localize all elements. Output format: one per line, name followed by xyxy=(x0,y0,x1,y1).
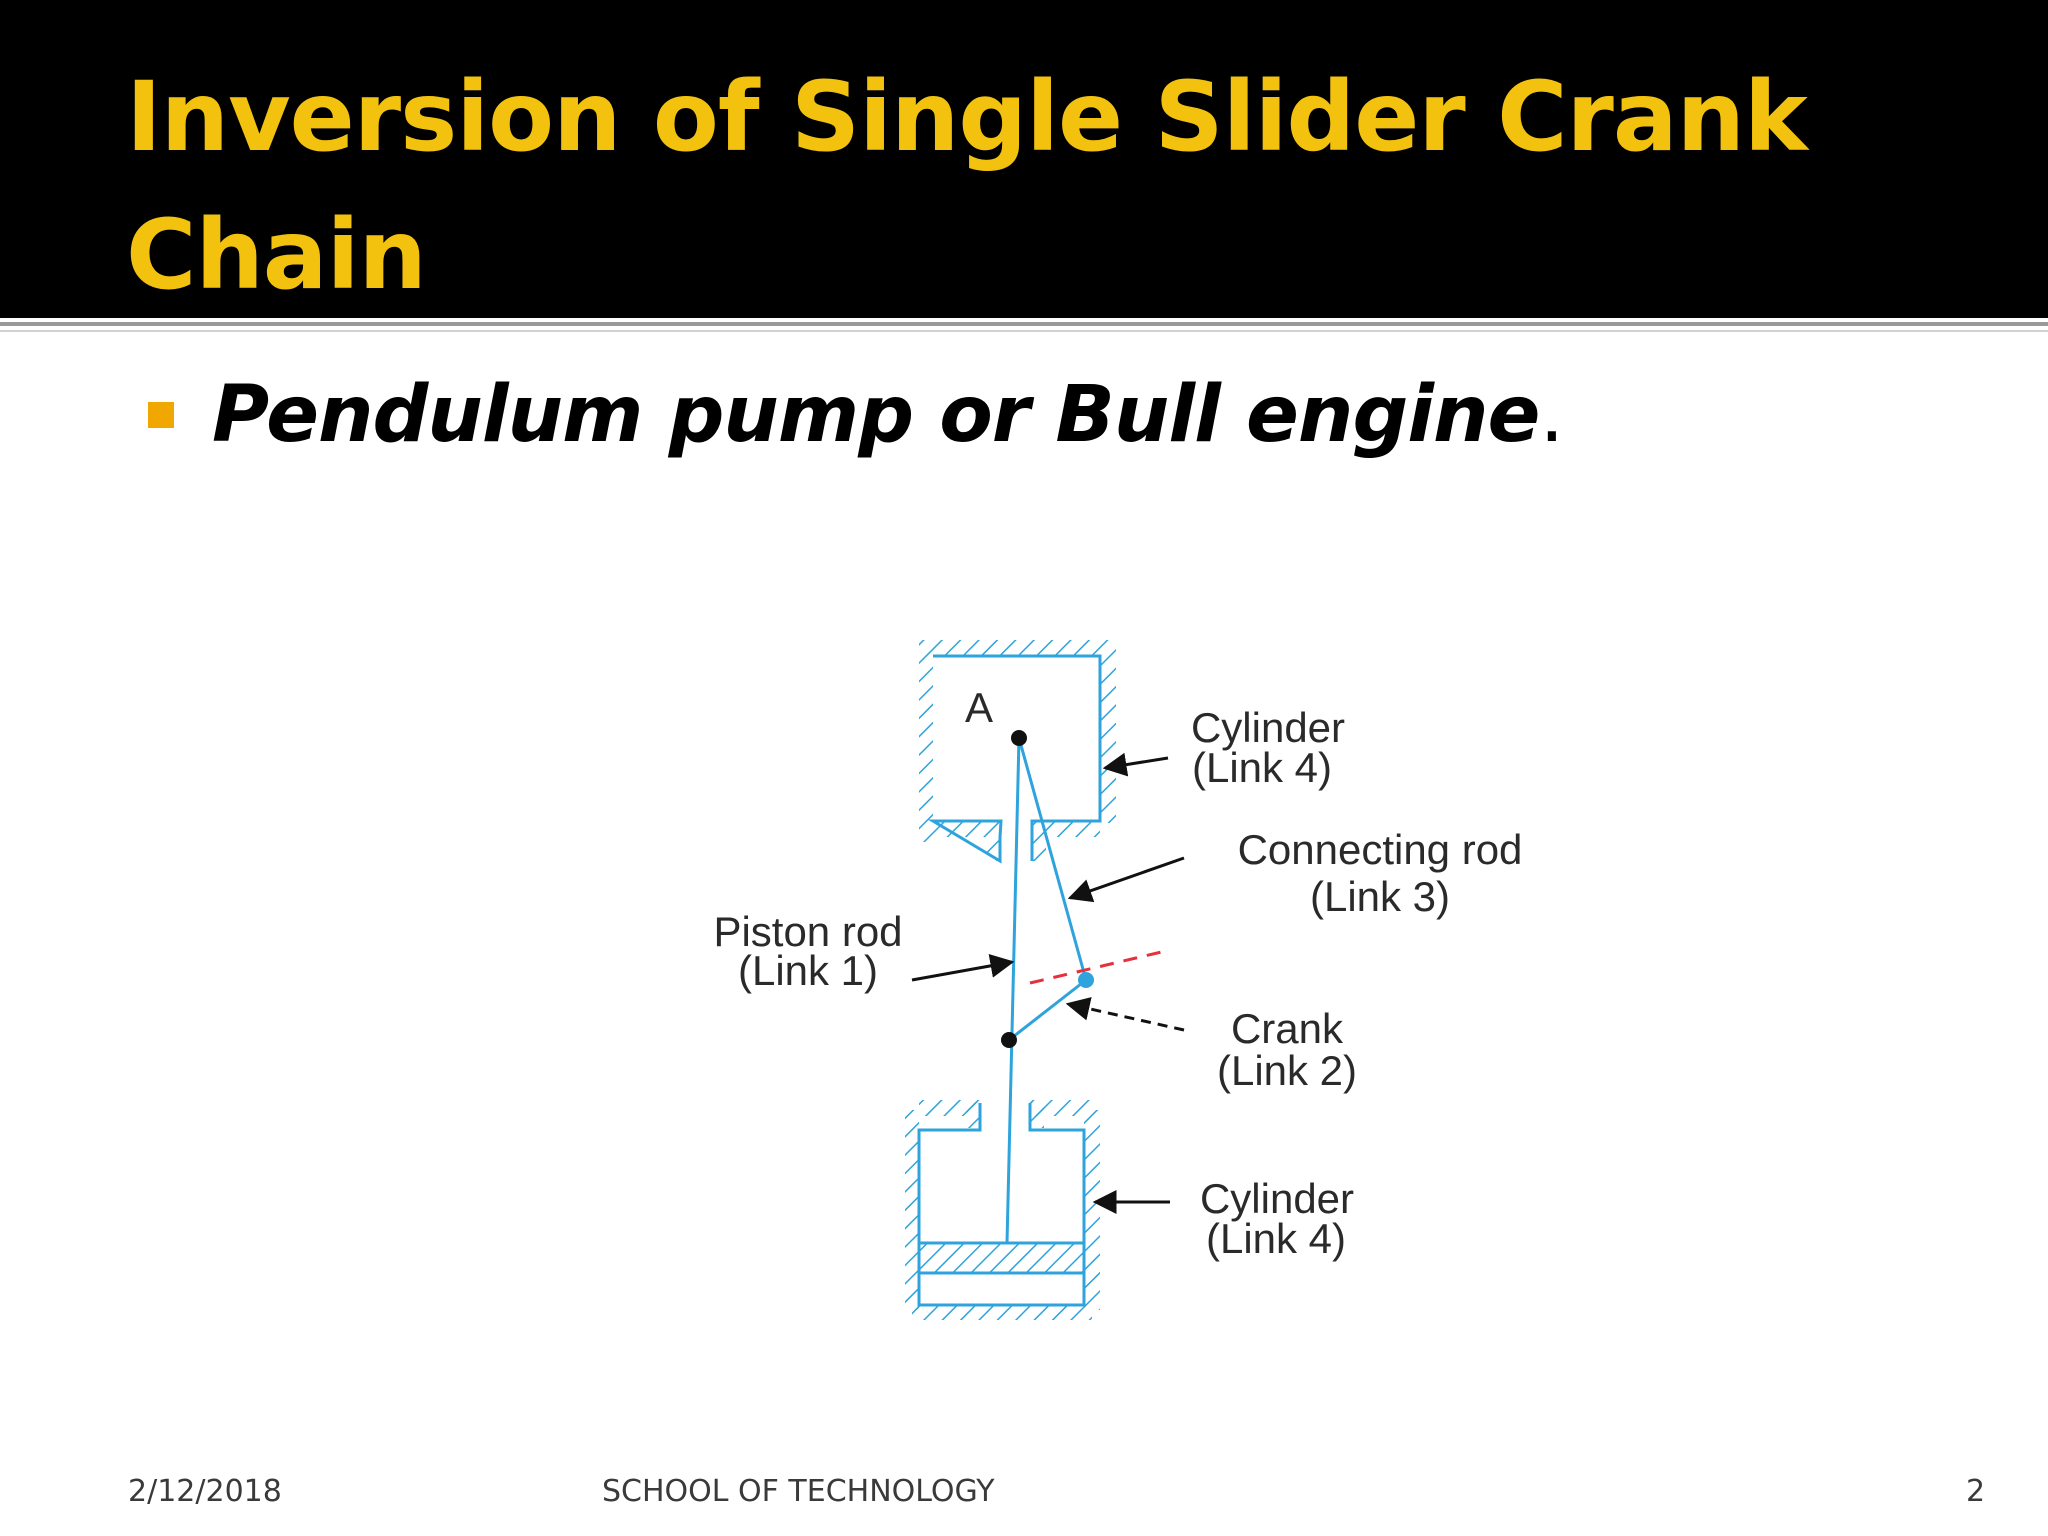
cylinder-bottom-label: Cylinder xyxy=(1200,1175,1354,1222)
header-divider-thin xyxy=(0,330,2048,332)
connecting-rod-label: Connecting rod xyxy=(1238,826,1523,873)
bottom-cylinder xyxy=(905,1100,1100,1320)
cylinder-top-label: Cylinder xyxy=(1191,704,1345,751)
crank-label: Crank xyxy=(1231,1005,1344,1052)
piston xyxy=(917,1241,1086,1275)
bullet-emphasis: Pendulum pump or Bull engine xyxy=(212,370,1540,460)
title-bar xyxy=(0,0,2048,318)
crank-link-2 xyxy=(1008,978,1087,1042)
footer-date: 2/12/2018 xyxy=(128,1474,282,1509)
cylinder-bottom-sublabel: (Link 4) xyxy=(1206,1215,1346,1262)
connecting-rod-link-3 xyxy=(1017,737,1088,981)
bullet-period: . xyxy=(1539,370,1565,460)
connecting-rod-leader xyxy=(1067,856,1185,903)
pivot-point-a xyxy=(1011,730,1027,746)
cylinder-top-leader xyxy=(1102,752,1169,777)
crank-path-dashed-line xyxy=(1029,948,1171,985)
crank-pivot xyxy=(1001,1032,1017,1048)
crank-leader xyxy=(1065,997,1185,1032)
crank-pin xyxy=(1078,972,1094,988)
piston-rod-label: Piston rod xyxy=(713,908,902,955)
point-a-label: A xyxy=(965,684,993,731)
connecting-rod-sublabel: (Link 3) xyxy=(1310,873,1450,920)
top-cylinder xyxy=(919,640,1116,864)
footer-page-number: 2 xyxy=(1966,1474,1986,1509)
piston-rod-leader xyxy=(911,954,1015,982)
crank-sublabel: (Link 2) xyxy=(1217,1047,1357,1094)
bullet-item: Pendulum pump or Bull engine. xyxy=(212,360,1564,470)
cylinder-top-sublabel: (Link 4) xyxy=(1192,744,1332,791)
slide-title: Inversion of Single Slider Crank Chain xyxy=(126,61,1808,311)
piston-rod-link-1 xyxy=(1005,737,1021,1244)
header-divider xyxy=(0,322,2048,326)
footer-school: SCHOOL OF TECHNOLOGY xyxy=(602,1474,995,1509)
bullet-square-icon xyxy=(148,402,174,428)
piston-rod-sublabel: (Link 1) xyxy=(738,947,878,994)
